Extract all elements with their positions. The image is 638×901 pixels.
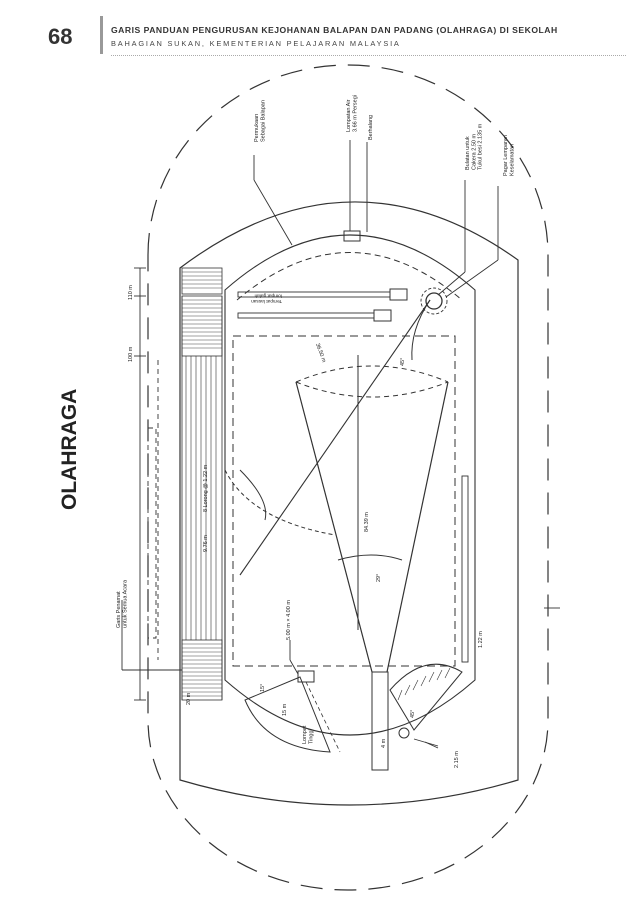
outer-track-line	[179, 201, 519, 806]
page-number: 68	[48, 24, 73, 49]
label-width-976: 9.76 m	[203, 535, 209, 552]
label-dist-122: 1.22 m	[478, 631, 484, 648]
document-subtitle: BAHAGIAN SUKAN, KEMENTERIAN PELAJARAN MA…	[111, 39, 401, 48]
leader-lines	[121, 140, 560, 749]
header-divider	[100, 16, 103, 54]
label-safety-fence: Pagar LemparanKeselamatan	[503, 135, 515, 176]
document-title: GARIS PANDUAN PENGURUSAN KEJOHANAN BALAP…	[111, 25, 558, 35]
label-angle-45-bottom: 45°	[410, 710, 416, 718]
outer-boundary	[147, 64, 549, 891]
throwing-sector	[224, 299, 449, 673]
label-angle-45-top: 45°	[400, 358, 406, 366]
label-angle-29: 29°	[376, 574, 382, 582]
label-pole-vault: Tempat lassanlompat galah	[251, 292, 282, 304]
label-water-jump: Lompatan Air3.66 m Persegi	[346, 95, 358, 132]
label-angle-15: 15°	[260, 684, 266, 692]
label-dist-4m: 4 m	[381, 738, 387, 748]
header-rule	[111, 55, 626, 56]
label-high-jump: LompatTinggi	[302, 725, 314, 744]
label-sand-pit: 5.00 m × 4.00 m	[286, 600, 292, 640]
label-hurdle: Berhalang	[368, 115, 374, 140]
label-dist-15m: 15 m	[282, 703, 288, 716]
lane-hatching	[181, 267, 223, 701]
left-dashed-guides	[147, 360, 159, 660]
label-javelin-radius: 36.50 m	[314, 343, 327, 364]
label-110m: 110 m	[128, 285, 134, 300]
label-finish-line: Garis Penamatuntuk Semua Acara	[116, 579, 128, 628]
shot-put-area	[389, 663, 463, 739]
pole-vault-runways	[237, 288, 408, 322]
label-discus-circle: Bulatan untukCakera 2.50 mTukul besi 2.1…	[465, 123, 484, 170]
dashed-lane-line	[236, 252, 463, 301]
label-dist-215: 2.15 m	[454, 751, 460, 768]
water-jump	[343, 230, 361, 242]
high-jump-area	[244, 670, 341, 753]
label-surface: PermukaanSebagai Balapan	[254, 100, 266, 142]
label-20m: 20 m	[186, 692, 192, 705]
label-lanes: 8 Lorong @ 1.22 m	[203, 464, 209, 512]
diagram-labels: Garis Penamatuntuk Semua Acara 8 Lorong …	[116, 95, 515, 768]
infield-dashed-rectangle	[232, 335, 456, 667]
inner-track-line	[224, 234, 476, 736]
discus-circle	[420, 287, 448, 315]
label-100m: 100 m	[128, 346, 134, 362]
label-dist-8439: 84.39 m	[364, 512, 370, 532]
runway	[371, 475, 469, 771]
